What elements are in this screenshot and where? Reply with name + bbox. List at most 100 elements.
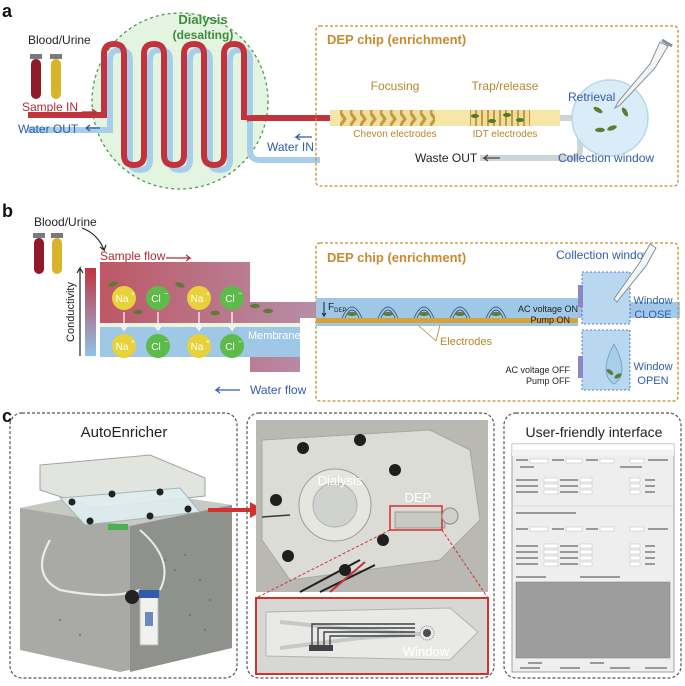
waste-arrow (482, 154, 500, 162)
svg-text:Na: Na (116, 294, 129, 305)
ions (112, 286, 244, 358)
zoom-lines (255, 529, 489, 599)
window-close-bar (578, 285, 583, 307)
panel-b-letter: b (2, 201, 13, 221)
bacteria-a (471, 113, 524, 123)
water-flow-arrow (214, 386, 240, 394)
retrieval-label: Retrieval (568, 90, 615, 104)
bacteria-b2 (347, 312, 501, 316)
window-close-label-2: CLOSE (634, 309, 671, 321)
curved-arrow-b (81, 227, 107, 252)
conductivity-axis (76, 265, 84, 356)
svg-text:Na: Na (116, 342, 129, 353)
dialysis-title: Dialysis (178, 12, 227, 27)
svg-text:Cl: Cl (151, 342, 160, 353)
dialysis-photo-label: Dialysis (318, 473, 363, 488)
window-open-region (581, 329, 631, 391)
ac-on-label: AC voltage ON (518, 304, 578, 314)
sample-tubes-b (33, 233, 63, 274)
electrode-strip (316, 318, 578, 323)
blood-urine-label-a: Blood/Urine (28, 33, 91, 47)
svg-text:−: − (238, 291, 242, 298)
svg-text:Cl: Cl (225, 342, 234, 353)
autoenricher-title: AutoEnricher (81, 424, 168, 441)
trap-release-label: Trap/release (472, 79, 539, 93)
conductivity-bar (85, 268, 96, 356)
water-out-label: Water OUT (18, 122, 79, 136)
window-close-region (581, 271, 631, 325)
svg-text:Cl: Cl (225, 294, 234, 305)
ion-labels: Na Cl Na Cl Na Cl Na Cl (116, 294, 235, 353)
pipette-icon-a (613, 38, 673, 110)
conductivity-label: Conductivity (65, 282, 77, 342)
panel-a: a Blood/Urine Dialysis (desalting) Sampl… (2, 1, 679, 190)
sample-flow-label: Sample flow (100, 249, 166, 263)
collection-window-label-a: Collection window (558, 151, 654, 165)
blood-urine-label-b: Blood/Urine (34, 215, 97, 229)
chevron-label: Chevon electrodes (353, 129, 436, 140)
pump-off-label: Pump OFF (526, 376, 571, 386)
field-lines (341, 306, 507, 319)
dep-photo-label: DEP (405, 490, 432, 505)
pipette-icon-b (613, 243, 657, 303)
svg-text:−: − (238, 339, 242, 346)
bacteria-b1 (108, 281, 273, 316)
chip-photo (256, 420, 488, 593)
dep-chip-box-a (315, 25, 679, 187)
sample-in-label: Sample IN (22, 100, 78, 114)
svg-text:−: − (164, 291, 168, 298)
panel-b: b Blood/Urine Conductivity Membrane Samp… (2, 201, 680, 402)
membrane (100, 323, 300, 327)
water-in-label: Water IN (267, 140, 314, 154)
dep-chip-title-b: DEP chip (enrichment) (327, 250, 466, 265)
electrodes-leader (417, 324, 441, 342)
collection-window-a (571, 79, 649, 157)
fdep-label: FDEP (328, 302, 346, 314)
bacteria-window-a (593, 106, 629, 133)
chip-photo-box (246, 412, 495, 679)
focusing-label: Focusing (371, 79, 420, 93)
panel-a-letter: a (2, 1, 13, 21)
window-photo-label: Window (403, 644, 450, 659)
ui-screenshot (511, 443, 675, 673)
electrodes-label: Electrodes (440, 336, 492, 348)
ac-off-label: AC voltage OFF (505, 365, 570, 375)
fdep-arrow (321, 302, 327, 318)
sample-serpentine-channel (28, 40, 330, 169)
panel-c: c AutoEnricher (2, 406, 682, 679)
svg-text:−: − (164, 339, 168, 346)
window-open-label-1: Window (633, 361, 672, 373)
idt-electrodes (470, 110, 530, 126)
ui-title: User-friendly interface (526, 424, 663, 440)
ion-charges: + − + − + − + − (131, 291, 242, 346)
membrane-label: Membrane (248, 330, 301, 342)
collection-window-label-b: Collection window (556, 248, 652, 262)
window-open-label-2: OPEN (637, 375, 668, 387)
svg-text:+: + (206, 291, 210, 298)
autoenricher-box (9, 412, 238, 679)
chip-zoom-detail (265, 607, 479, 661)
water-in-arrow (294, 133, 312, 141)
water-flow-label: Water flow (250, 383, 307, 397)
svg-text:Cl: Cl (151, 294, 160, 305)
ion-arrows (120, 312, 236, 332)
dialysis-subtitle: (desalting) (173, 28, 234, 42)
svg-text:+: + (131, 291, 135, 298)
svg-text:Na: Na (191, 342, 204, 353)
sample-tubes-a (30, 54, 62, 99)
svg-text:Na: Na (191, 294, 204, 305)
window-close-label-1: Window (633, 295, 672, 307)
ui-box (503, 412, 682, 679)
svg-text:+: + (206, 339, 210, 346)
dep-chip-title-a: DEP chip (enrichment) (327, 32, 466, 47)
autoenricher-device-photo (20, 454, 232, 672)
window-open-bar (578, 356, 583, 378)
pump-on-label: Pump ON (530, 315, 570, 325)
svg-text:+: + (131, 339, 135, 346)
chevron-electrodes (340, 110, 435, 126)
sample-in-arrow (82, 108, 98, 116)
waste-out-label: Waste OUT (415, 151, 478, 165)
panel-c-letter: c (2, 406, 12, 426)
idt-label: IDT electrodes (473, 129, 538, 140)
